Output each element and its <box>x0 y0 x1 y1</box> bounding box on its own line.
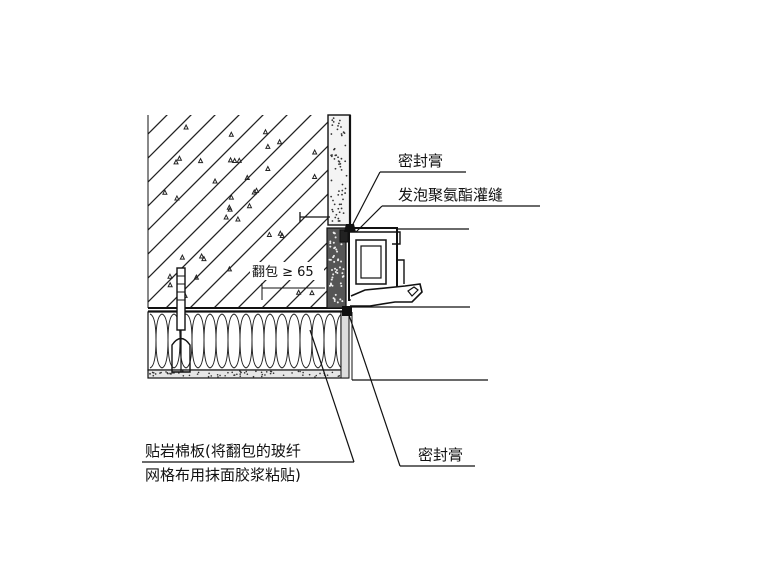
leader-foam-fill: 发泡聚氨酯灌缝 <box>355 186 540 233</box>
window-frame <box>339 227 423 307</box>
sealant-top-label: 密封膏 <box>398 152 443 170</box>
sealant-bottom-label: 密封膏 <box>418 446 463 464</box>
rock-wool-label-line1: 贴岩棉板(将翻包的玻纤 <box>145 442 301 460</box>
anchor-bolt <box>171 267 191 373</box>
foam-fill-label: 发泡聚氨酯灌缝 <box>398 186 503 204</box>
foam-joint <box>326 227 347 309</box>
plaster-layer <box>327 114 352 230</box>
mesh-wrap-vertical <box>340 311 353 380</box>
leader-sealant-top: 密封膏 <box>351 152 466 227</box>
rock-wool-label-line2: 网格布用抹面胶浆粘贴) <box>145 466 301 484</box>
rock-wool-board <box>147 311 349 379</box>
wrap-dimension: 翻包 ≥ 65 <box>250 262 325 300</box>
leader-rock-wool: 贴岩棉板(将翻包的玻纤 网格布用抹面胶浆粘贴) <box>142 329 355 484</box>
sealant-bead-bottom <box>342 306 352 316</box>
sealant-bead-top <box>344 224 356 232</box>
leader-sealant-bottom: 密封膏 <box>347 311 475 467</box>
wrap-dimension-label: 翻包 ≥ 65 <box>252 265 314 280</box>
